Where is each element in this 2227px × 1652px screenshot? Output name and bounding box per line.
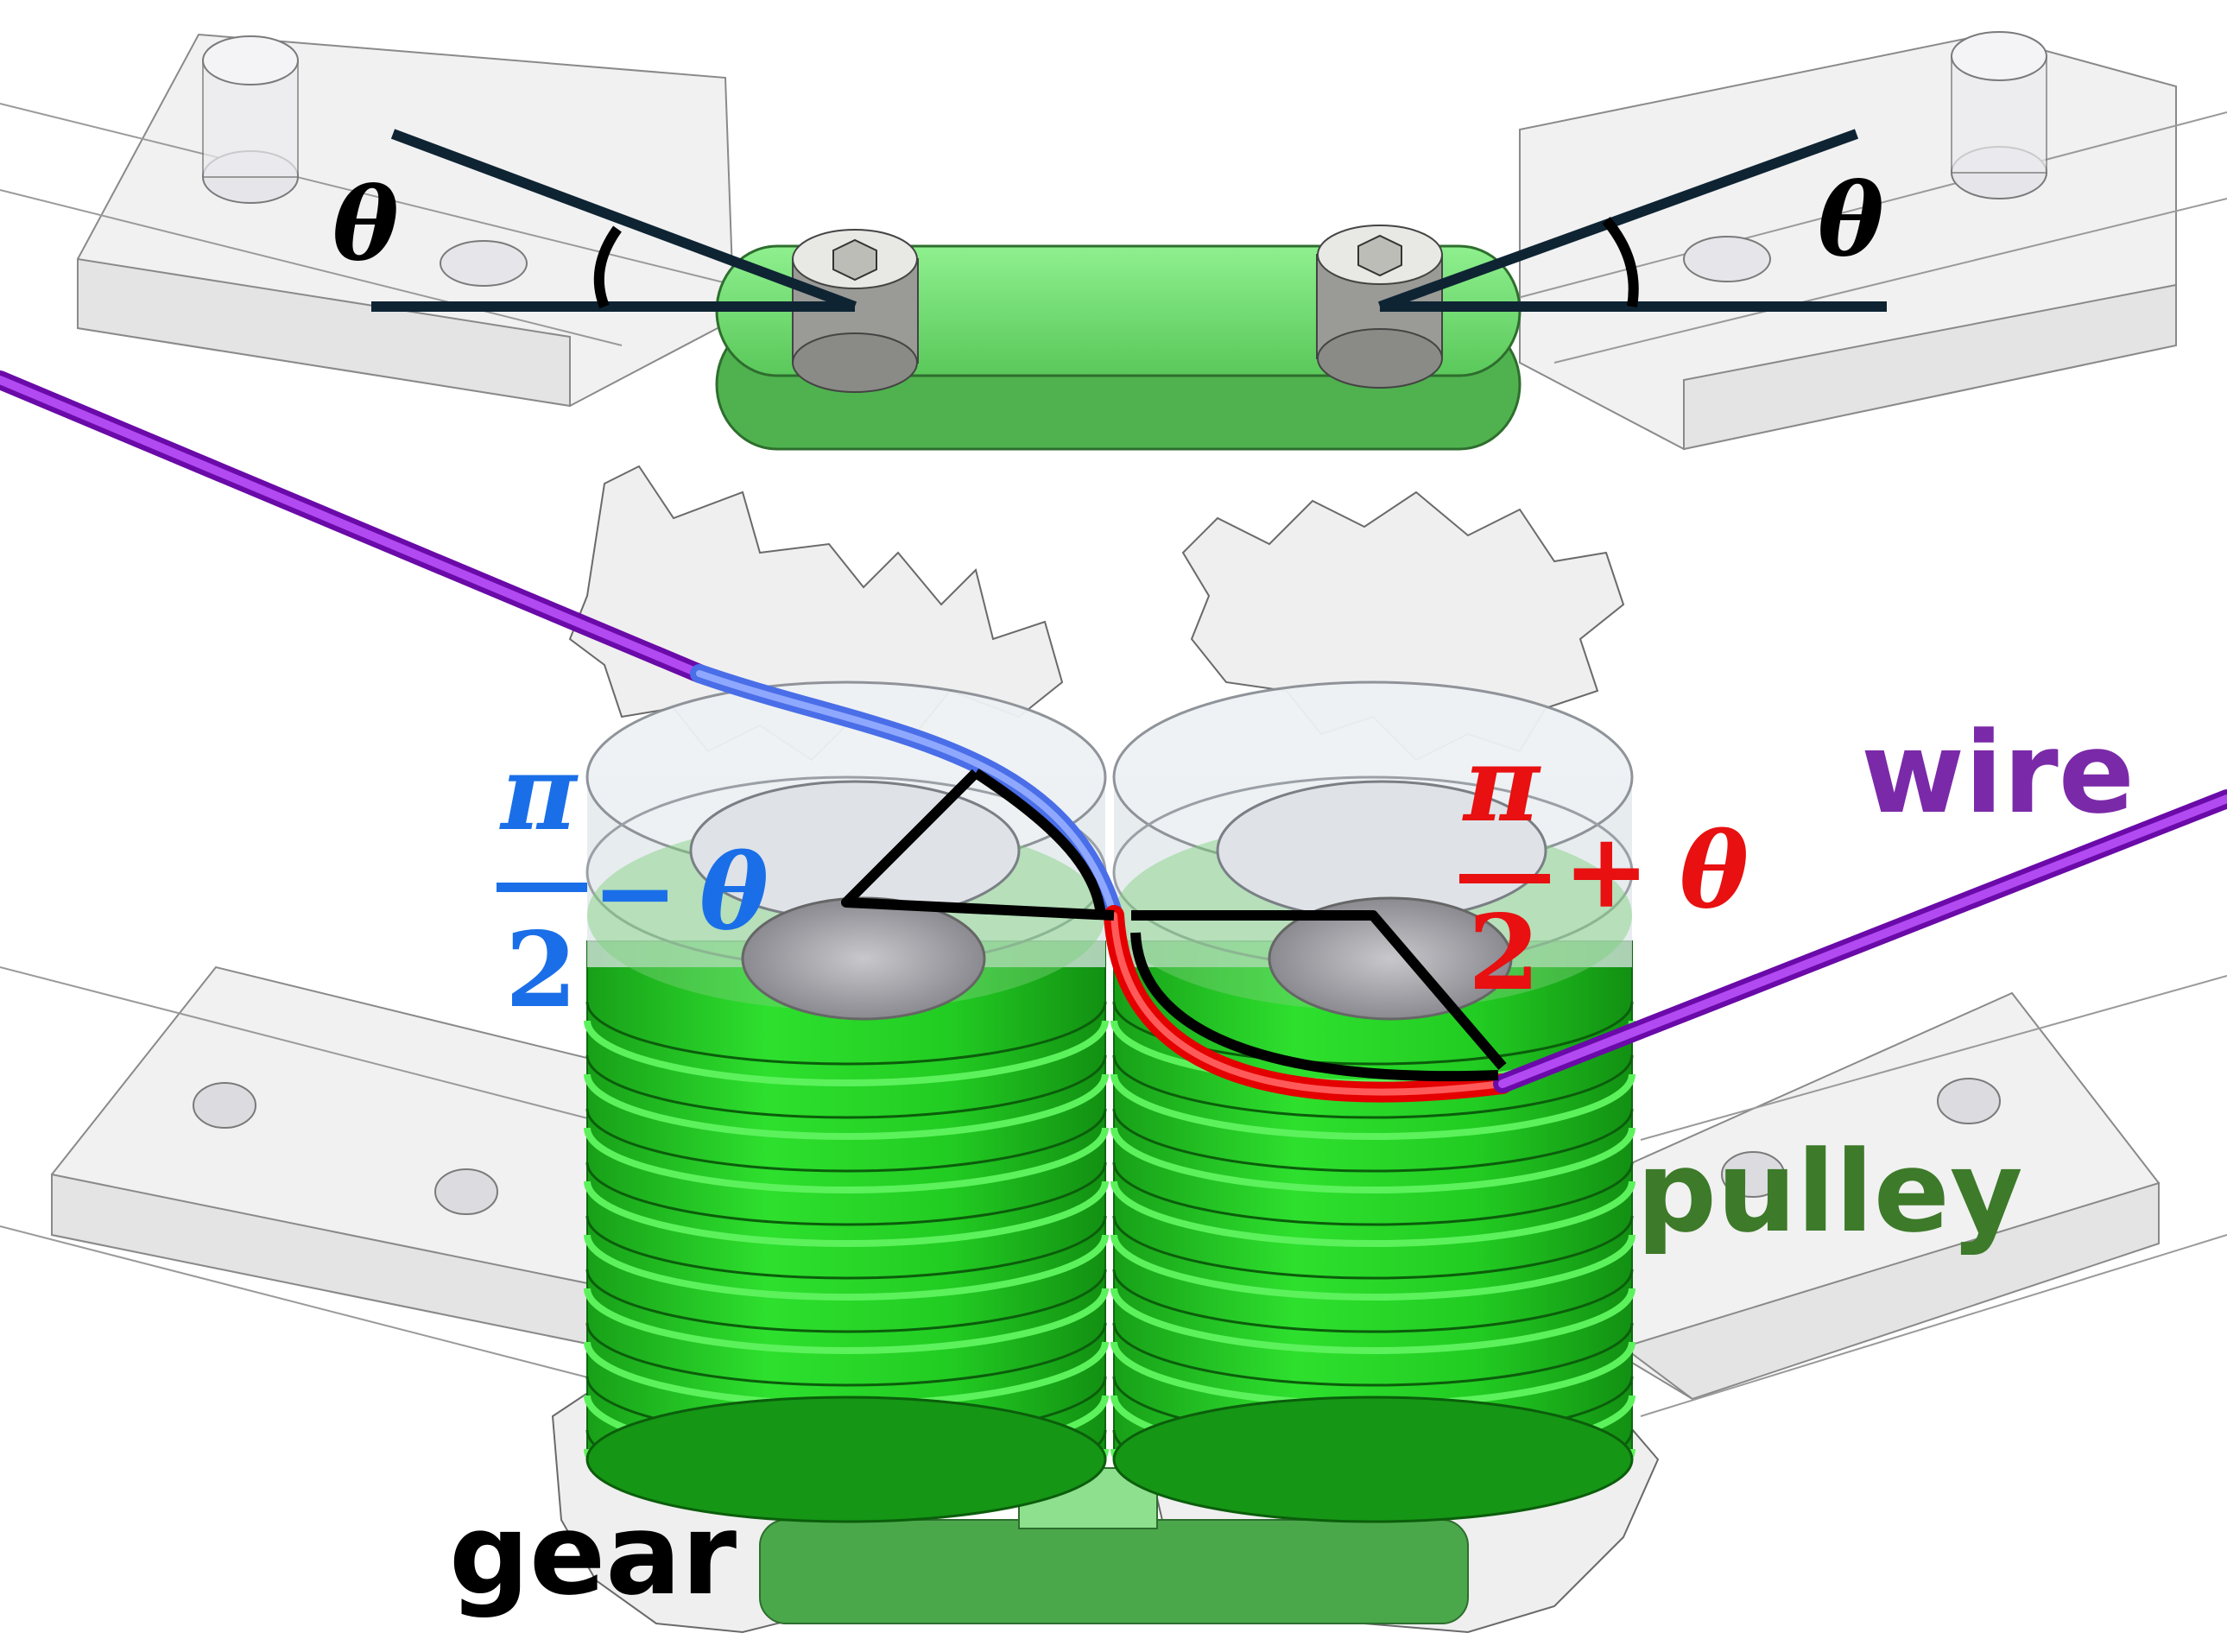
pulley-groove [585, 1001, 1107, 1066]
formula-left: π 2 − θ [497, 732, 769, 1031]
pulley-groove [1112, 1269, 1634, 1333]
angle-lines-pulley [841, 768, 1507, 1082]
theta-left-slanted [390, 129, 857, 312]
formula-right-fraction-bar [1459, 874, 1550, 883]
pulley-left [584, 940, 1109, 1523]
frame-arms [0, 33, 2227, 1417]
pulley-groove [1112, 1322, 1634, 1387]
pulley-groove-highlight [584, 1288, 1109, 1354]
screw-right [1316, 225, 1443, 389]
angle-right-arc [1130, 932, 1499, 1082]
pulley-groove [1112, 1054, 1634, 1119]
pulley-label: pulley [1636, 1126, 2023, 1257]
theta-right-slanted [1377, 129, 1859, 312]
block-holes [193, 31, 2047, 1215]
pulley-groove-highlight [584, 1020, 1109, 1086]
theta-lines [371, 129, 1887, 312]
formula-right: π 2 + θ [1459, 724, 1749, 1014]
theta-right-arc [1602, 217, 1639, 307]
pulley-groove [585, 1054, 1107, 1119]
wire [0, 370, 2227, 1103]
formula-right-numerator: π [1462, 724, 1541, 845]
pulley-groove [585, 1161, 1107, 1226]
pulley-groove-highlight [584, 1127, 1109, 1193]
formula-left-numerator: π [499, 732, 579, 854]
pulley-groove [1112, 1215, 1634, 1280]
pulley-groove [585, 1322, 1107, 1387]
theta-left-label: θ [332, 167, 399, 283]
pulley-groove-highlight [1110, 1234, 1635, 1301]
pulley-groove-highlight [584, 1180, 1109, 1247]
wire-label: wire [1861, 707, 2135, 839]
formula-left-variable: θ [699, 832, 769, 953]
pulley-groove [585, 1215, 1107, 1280]
pulley-groove-highlight [1110, 1073, 1635, 1140]
pulley-groove [1112, 1108, 1634, 1173]
top-link-plate [715, 225, 1522, 451]
angle-right-lines [1131, 910, 1507, 1070]
formula-right-variable: θ [1680, 810, 1749, 932]
theta-right-label: θ [1818, 162, 1884, 279]
pulley-groove-highlight [1110, 1127, 1635, 1193]
pulley-groove [1112, 1001, 1634, 1066]
theta-left-arc [593, 225, 622, 309]
pulley-groove [1112, 1161, 1634, 1226]
formula-right-operator: + [1563, 810, 1650, 932]
formula-left-denominator: 2 [505, 909, 578, 1031]
pulley-groove-highlight [1110, 1288, 1635, 1354]
formula-left-fraction-bar [497, 883, 587, 892]
pulley-groove [585, 1108, 1107, 1173]
pulley-groove-highlight [1110, 1180, 1635, 1247]
angle-left-lines [841, 769, 1115, 921]
pulley-groove-highlight [584, 1234, 1109, 1301]
angle-left-arc [972, 768, 1106, 916]
upper-gear-left [568, 465, 1064, 762]
pulley-tops [585, 680, 1634, 1021]
gear-label: gear [449, 1489, 737, 1620]
pulley-groove-highlight [584, 1073, 1109, 1140]
formula-right-denominator: 2 [1468, 892, 1541, 1014]
formula-left-operator: − [592, 832, 679, 953]
pulley-groove [585, 1269, 1107, 1333]
